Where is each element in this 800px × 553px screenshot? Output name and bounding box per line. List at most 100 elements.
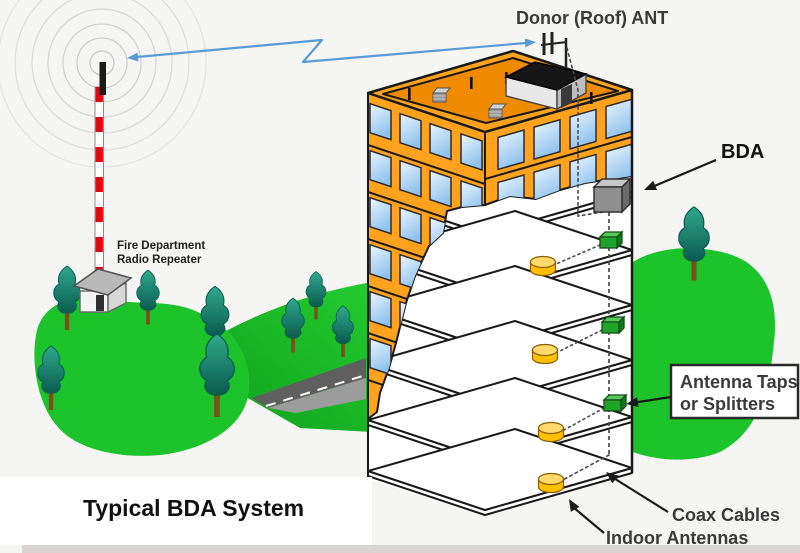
trees (37, 206, 710, 417)
taps-label-line1: Antenna Taps (680, 372, 798, 392)
splitters (598, 230, 628, 413)
tree-canopy (53, 265, 81, 314)
antenna-top (531, 343, 559, 357)
tree-canopy (37, 345, 65, 394)
antenna-top (529, 255, 557, 269)
coax-arrow (606, 472, 669, 513)
window (399, 159, 422, 198)
tower-stripe (95, 207, 103, 222)
tower-stripe (95, 87, 103, 102)
antenna-top (537, 421, 565, 435)
roof-vent (487, 103, 508, 119)
tree-trunk (314, 304, 318, 320)
window (369, 290, 392, 329)
window (429, 122, 452, 161)
repeater-hut (72, 268, 133, 314)
tree-canopy (305, 271, 327, 308)
rf-link-arrow (127, 38, 536, 64)
splitter (600, 315, 626, 335)
bottom-strip (22, 545, 800, 553)
tower-stripe (95, 147, 103, 162)
taps-callout-box: Antenna Taps or Splitters (669, 363, 800, 420)
riser-tail-cable (560, 454, 610, 482)
branch-cable (563, 407, 605, 431)
tree (332, 305, 354, 357)
left-hill (34, 297, 250, 456)
indoor-antenna (537, 472, 565, 494)
tree-canopy (332, 305, 354, 344)
repeater-label-line2: Radio Repeater (117, 254, 202, 266)
tree (199, 333, 235, 417)
branch-cable (557, 329, 603, 353)
donor-downlead-cable (566, 47, 604, 217)
tree-trunk (691, 257, 697, 281)
tower-tip (99, 62, 106, 95)
hut-door (96, 295, 104, 311)
window (369, 337, 392, 376)
taps-label-line2: or Splitters (680, 394, 775, 414)
penthouse (504, 61, 588, 111)
coax-cables-label: Coax Cables (672, 505, 780, 525)
tree-trunk (64, 310, 70, 330)
tree-canopy (136, 269, 160, 311)
tree-trunk (214, 391, 220, 417)
tree-trunk (341, 341, 345, 357)
tower-stripe (95, 177, 103, 192)
window (497, 129, 525, 171)
bda-unit (592, 177, 632, 214)
tree-canopy (281, 297, 305, 339)
tree (136, 269, 160, 325)
antenna-top (537, 472, 565, 486)
splitter-front (599, 236, 618, 249)
indoor-antenna (537, 421, 565, 443)
branch-cables (555, 244, 605, 431)
window (369, 149, 392, 188)
window (460, 132, 483, 172)
tree (678, 206, 710, 281)
indoor-antenna (529, 255, 557, 277)
tree-trunk (291, 335, 295, 353)
tree-trunk (48, 390, 54, 410)
window (533, 118, 561, 161)
window (399, 206, 422, 245)
bda-label: BDA (721, 141, 764, 163)
window (369, 243, 392, 282)
penthouse-door (561, 84, 572, 108)
building (366, 32, 634, 516)
right-floor-band (485, 136, 632, 180)
repeater-label-line1: Fire Department (117, 240, 205, 252)
title-panel (0, 477, 372, 545)
tree (53, 265, 81, 330)
indoor-antennas-label: Indoor Antennas (606, 528, 748, 548)
taps-arrow (626, 395, 672, 408)
donor-ant-label: Donor (Roof) ANT (516, 8, 668, 28)
indoor-antenna (531, 343, 559, 365)
road (252, 358, 366, 408)
window (569, 108, 597, 150)
roof-vent (431, 87, 452, 103)
splitter-front (603, 399, 622, 412)
splitter (602, 393, 628, 413)
splitter-front (601, 321, 620, 334)
tower-stripe (95, 237, 103, 252)
splitter (598, 230, 624, 250)
window (605, 143, 632, 185)
indoor-arrow (569, 499, 605, 534)
tree-trunk (146, 307, 150, 325)
tree (281, 297, 305, 353)
tree (37, 345, 65, 410)
tree-canopy (678, 206, 710, 262)
tree-canopy (199, 333, 235, 396)
branch-cable (555, 244, 601, 265)
bda-arrow (644, 158, 717, 190)
floor-band (368, 144, 485, 185)
indoor-antennas (529, 255, 565, 494)
diagram-title: Typical BDA System (83, 495, 304, 521)
window (605, 98, 632, 140)
window (399, 112, 422, 151)
road-lane (268, 378, 366, 413)
window (429, 169, 452, 208)
window (369, 102, 392, 141)
